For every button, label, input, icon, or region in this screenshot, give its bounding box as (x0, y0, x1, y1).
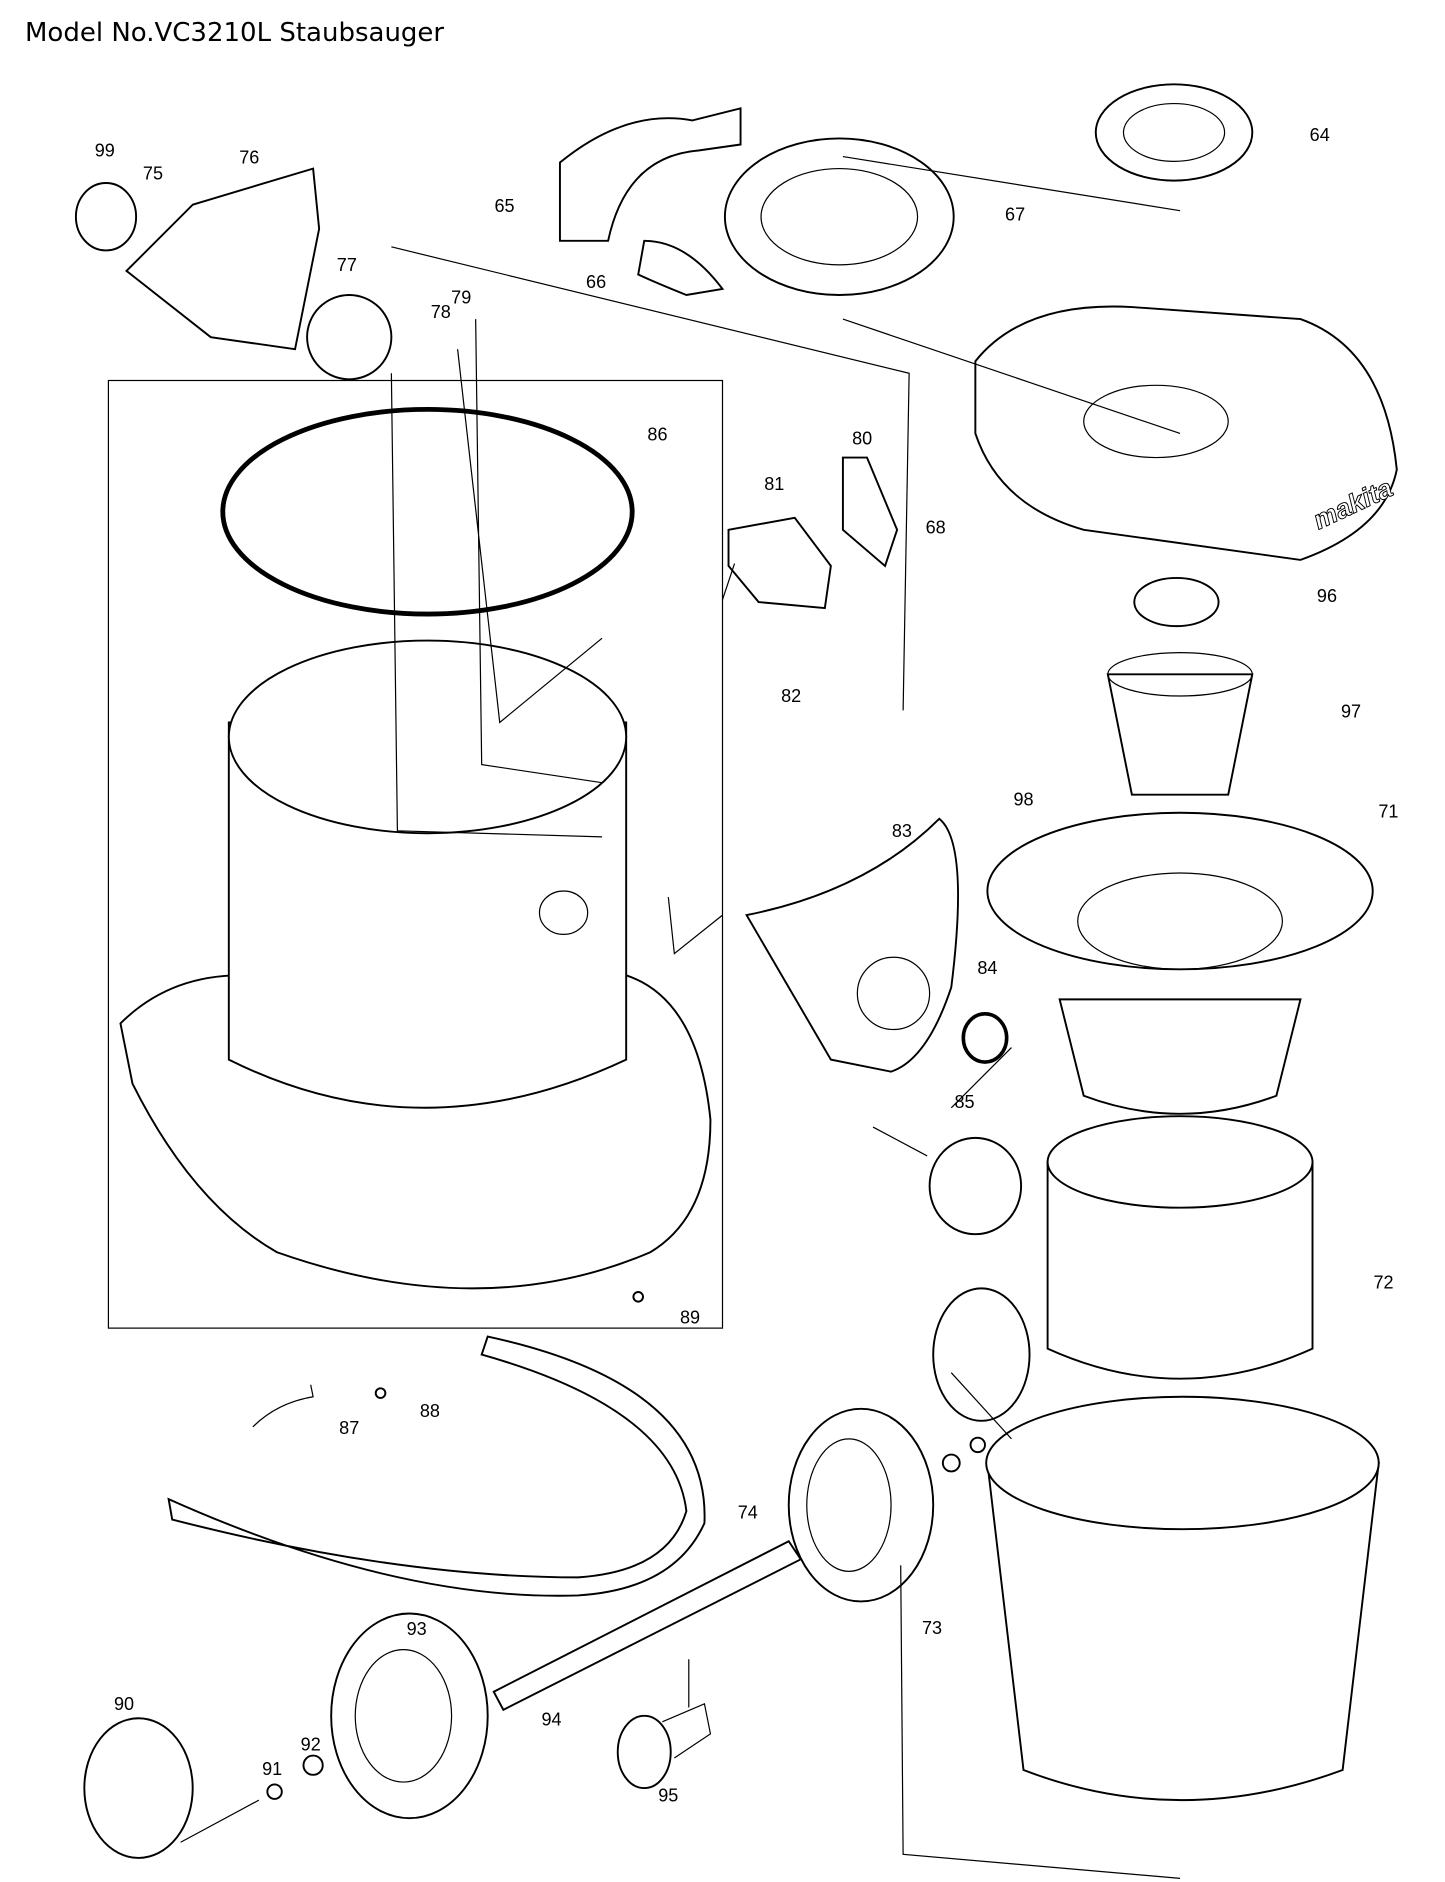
part-label-71: 71 (1378, 802, 1398, 822)
part-77-inlet (306, 294, 393, 381)
part-82-tank (119, 639, 712, 1290)
part-93-wheel (330, 1612, 489, 1820)
part-71-filter (986, 811, 1374, 1115)
part-label-80: 80 (852, 428, 872, 448)
part-label-72: 72 (1374, 1272, 1394, 1292)
part-91-ring (266, 1783, 283, 1800)
part-label-75: 75 (143, 163, 163, 183)
part-wheel-right (787, 1407, 935, 1603)
part-label-90: 90 (114, 1694, 134, 1714)
part-88-screw (374, 1387, 387, 1399)
part-label-68: 68 (926, 517, 946, 537)
part-label-98: 98 (1013, 790, 1033, 810)
part-wheel-cover-right (932, 1287, 1031, 1422)
part-label-99: 99 (95, 141, 115, 161)
part-96-float (1133, 577, 1220, 628)
part-label-66: 66 (586, 272, 606, 292)
part-95-caster (616, 1659, 712, 1790)
part-97-cage (1106, 673, 1254, 796)
part-label-73: 73 (922, 1618, 942, 1638)
part-73-container (985, 1395, 1380, 1802)
part-86-gasket (220, 406, 635, 617)
part-64-seal (1094, 83, 1254, 182)
part-72-filter-bag (1046, 1115, 1314, 1380)
part-68-motor-head: makita (974, 305, 1398, 561)
part-90-wheel-cover (83, 1717, 194, 1859)
part-label-94: 94 (541, 1709, 561, 1729)
part-label-88: 88 (420, 1401, 440, 1421)
part-label-81: 81 (764, 474, 784, 494)
part-label-89: 89 (680, 1307, 700, 1327)
part-drawings: makita (74, 83, 1398, 1879)
part-89-screw (632, 1291, 644, 1303)
part-label-87: 87 (339, 1418, 359, 1438)
part-label-82: 82 (781, 686, 801, 706)
part-label-78: 78 (431, 302, 451, 322)
part-99-cap (74, 182, 138, 252)
part-83-inlet-cover (745, 817, 959, 1073)
part-label-64: 64 (1310, 125, 1330, 145)
part-80-latch (841, 456, 899, 568)
part-94-axle (492, 1539, 803, 1712)
part-74-bumper (167, 1335, 706, 1597)
part-76-bracket (125, 167, 321, 351)
part-label-65: 65 (495, 196, 515, 216)
part-label-84: 84 (977, 958, 997, 978)
part-84-o-ring (961, 1012, 1009, 1064)
part-label-92: 92 (301, 1735, 321, 1755)
assembly-frame-box (107, 379, 724, 1329)
part-label-67: 67 (1005, 204, 1025, 224)
part-81-latch-holder (727, 516, 832, 610)
part-65-handle (558, 107, 742, 242)
part-92-washer (302, 1754, 324, 1776)
part-87-clip (252, 1384, 314, 1428)
part-label-91: 91 (262, 1759, 282, 1779)
part-label-93: 93 (407, 1619, 427, 1639)
part-85-coupling (928, 1136, 1023, 1236)
part-67-filter-ring (723, 137, 955, 296)
part-label-86: 86 (647, 425, 667, 445)
part-label-95: 95 (658, 1785, 678, 1805)
part-label-76: 76 (239, 148, 259, 168)
part-label-85: 85 (954, 1092, 974, 1112)
part-label-83: 83 (892, 821, 912, 841)
diagram-title: Model No.VC3210L Staubsauger (25, 18, 445, 48)
part-label-77: 77 (337, 255, 357, 275)
part-label-74: 74 (738, 1502, 758, 1522)
part-label-97: 97 (1341, 702, 1361, 722)
part-66-pad (637, 239, 725, 296)
part-label-96: 96 (1317, 586, 1337, 606)
part-label-79: 79 (451, 287, 471, 307)
